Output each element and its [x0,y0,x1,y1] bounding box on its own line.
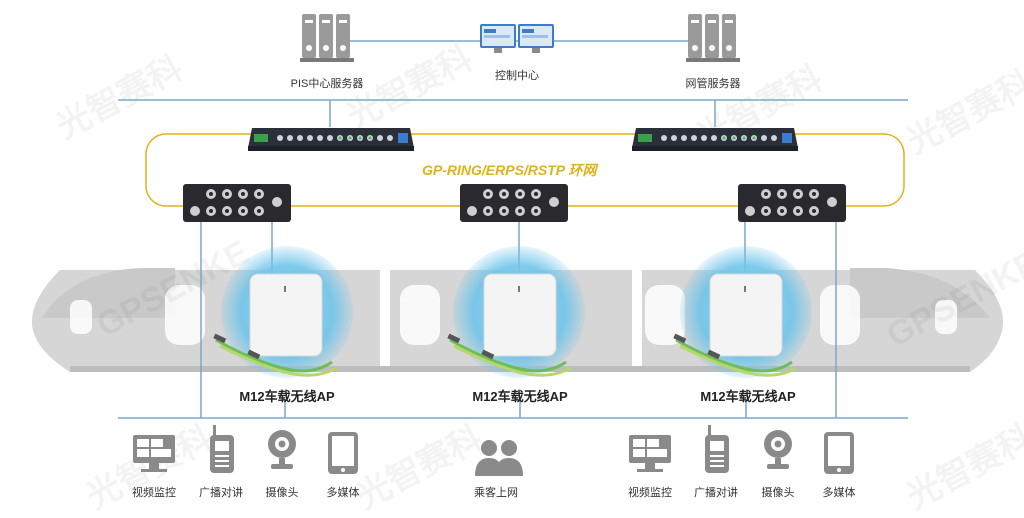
rack-switch-left [248,128,414,151]
broadcast-label: 广播对讲 [199,487,243,499]
m12-switch-2 [460,184,568,222]
media-label: 多媒体 [326,487,360,499]
ap-label: M12车载无线AP [239,389,335,404]
wireless-ap-3 [673,273,797,377]
passengers-icon [475,440,523,476]
m12-switch-1 [183,184,291,222]
ring-label: GP-RING/ERPS/RSTP 环网 [422,162,597,178]
video-monitor-icon [629,435,671,472]
walkie-talkie-icon [210,425,234,473]
wireless-ap-1 [213,273,337,377]
camera-label: 摄像头 [265,487,299,499]
tablet-icon [824,432,854,474]
nms-server-label: 网管服务器 [685,78,741,90]
m12-switch-3 [738,184,846,222]
walkie-talkie-icon [705,425,729,473]
wireless-ap-2 [447,273,571,377]
ap-label: M12车载无线AP [472,389,568,404]
camera-label: 摄像头 [761,487,795,499]
broadcast-label: 广播对讲 [694,487,738,499]
tablet-icon [328,432,358,474]
control-center-icon [480,24,554,53]
camera-icon [268,430,296,469]
video-monitor-icon [133,435,175,472]
ap-label: M12车载无线AP [700,389,796,404]
video-monitor-label: 视频监控 [132,487,176,499]
pis-server-label: PIS中心服务器 [290,78,364,90]
nms-server-icon [686,14,740,62]
video-monitor-label: 视频监控 [628,487,672,499]
media-label: 多媒体 [822,487,856,499]
control-center-label: 控制中心 [495,70,539,82]
pis-server-icon [300,14,354,62]
camera-icon [764,430,792,469]
rack-switch-right [632,128,798,151]
passenger-label: 乘客上网 [474,487,518,499]
